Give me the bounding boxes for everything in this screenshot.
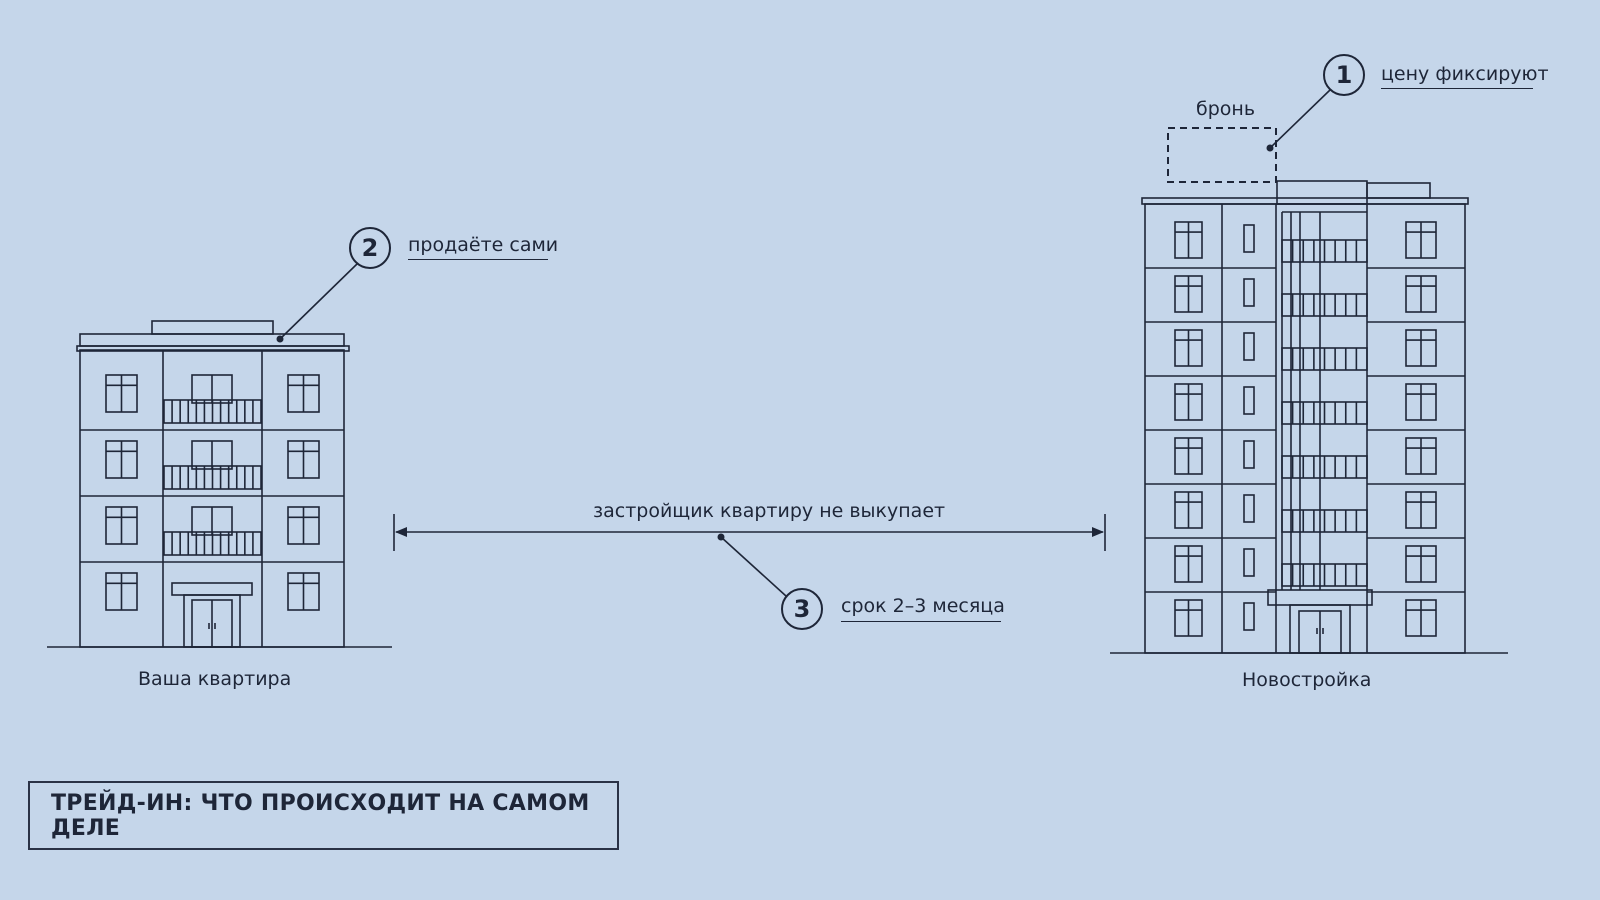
left-balcony-door [191, 440, 233, 470]
left-balconies [163, 399, 262, 556]
right-stair-window [1243, 278, 1255, 307]
reserved-apartment-box [1167, 127, 1277, 183]
right-entrance [1267, 589, 1373, 654]
diagram-canvas [47, 89, 1508, 654]
reserved-label: бронь [1196, 98, 1256, 120]
callout-3-dot [717, 533, 725, 541]
right-roof-structure-2 [1366, 182, 1431, 199]
right-balcony [1281, 347, 1368, 371]
left-balcony-door [191, 506, 233, 536]
callout-3-leader [720, 536, 787, 597]
right-balcony [1281, 401, 1368, 425]
callout-1-leader [1269, 89, 1331, 149]
right-stair-window [1243, 440, 1255, 469]
callout-2-text: продаёте сами [408, 234, 559, 256]
right-balcony [1281, 509, 1368, 533]
right-window [1405, 545, 1437, 583]
right-window [1405, 221, 1437, 259]
diagram-title: ТРЕЙД-ИН: ЧТО ПРОИСХОДИТ НА САМОМ ДЕЛЕ [28, 781, 619, 850]
callout-1-dot [1266, 144, 1274, 152]
right-balcony [1281, 455, 1368, 479]
right-window [1405, 275, 1437, 313]
right-window [1174, 329, 1203, 367]
callout-2-number: 2 [349, 227, 391, 269]
callout-3-underline [841, 621, 1001, 622]
right-window [1174, 491, 1203, 529]
callout-2-underline [408, 259, 548, 260]
right-floor-lines [1145, 267, 1465, 593]
right-balcony [1281, 239, 1368, 263]
right-window [1174, 221, 1203, 259]
right-window [1174, 275, 1203, 313]
left-window [105, 572, 138, 611]
right-window [1405, 329, 1437, 367]
right-stair-window [1243, 548, 1255, 577]
right-stair-window [1243, 332, 1255, 361]
right-window [1405, 437, 1437, 475]
left-windows [105, 374, 320, 611]
left-window [105, 440, 138, 479]
left-window [105, 374, 138, 413]
callout-1-text: цену фиксируют [1381, 63, 1549, 85]
right-building-label: Новостройка [1242, 669, 1372, 691]
left-balcony-door [191, 374, 233, 404]
left-window [287, 440, 320, 479]
left-roof-parapet [79, 333, 345, 347]
left-window [287, 572, 320, 611]
right-window [1405, 491, 1437, 529]
right-roof-structure [1276, 180, 1368, 205]
left-balcony [163, 531, 262, 556]
callout-2-leader [279, 263, 358, 340]
right-balconies [1281, 239, 1368, 587]
left-window [287, 506, 320, 545]
right-balcony [1281, 293, 1368, 317]
right-window [1405, 383, 1437, 421]
left-building [47, 320, 392, 648]
callout-3-number: 3 [781, 588, 823, 630]
left-roof-structure [151, 320, 274, 335]
right-window [1405, 599, 1437, 637]
left-window [287, 374, 320, 413]
right-building [1110, 127, 1508, 654]
left-balcony [163, 399, 262, 424]
left-window [105, 506, 138, 545]
left-balcony [163, 465, 262, 490]
arrow-label: застройщик квартиру не выкупает [593, 500, 946, 522]
right-window [1174, 437, 1203, 475]
callout-1-number: 1 [1323, 54, 1365, 96]
right-balcony [1281, 563, 1368, 587]
right-stair-window [1243, 602, 1255, 631]
right-windows [1174, 221, 1437, 637]
right-window [1174, 599, 1203, 637]
right-stair-window [1243, 224, 1255, 253]
callout-1-underline [1381, 88, 1533, 89]
right-window [1174, 545, 1203, 583]
right-window [1174, 383, 1203, 421]
callout-2-dot [276, 335, 284, 343]
right-roof-cornice [1141, 197, 1469, 205]
callout-3-text: срок 2–3 месяца [841, 595, 1005, 617]
right-stair-window [1243, 386, 1255, 415]
left-entrance [171, 582, 253, 648]
left-building-label: Ваша квартира [138, 668, 292, 690]
right-stair-window [1243, 494, 1255, 523]
